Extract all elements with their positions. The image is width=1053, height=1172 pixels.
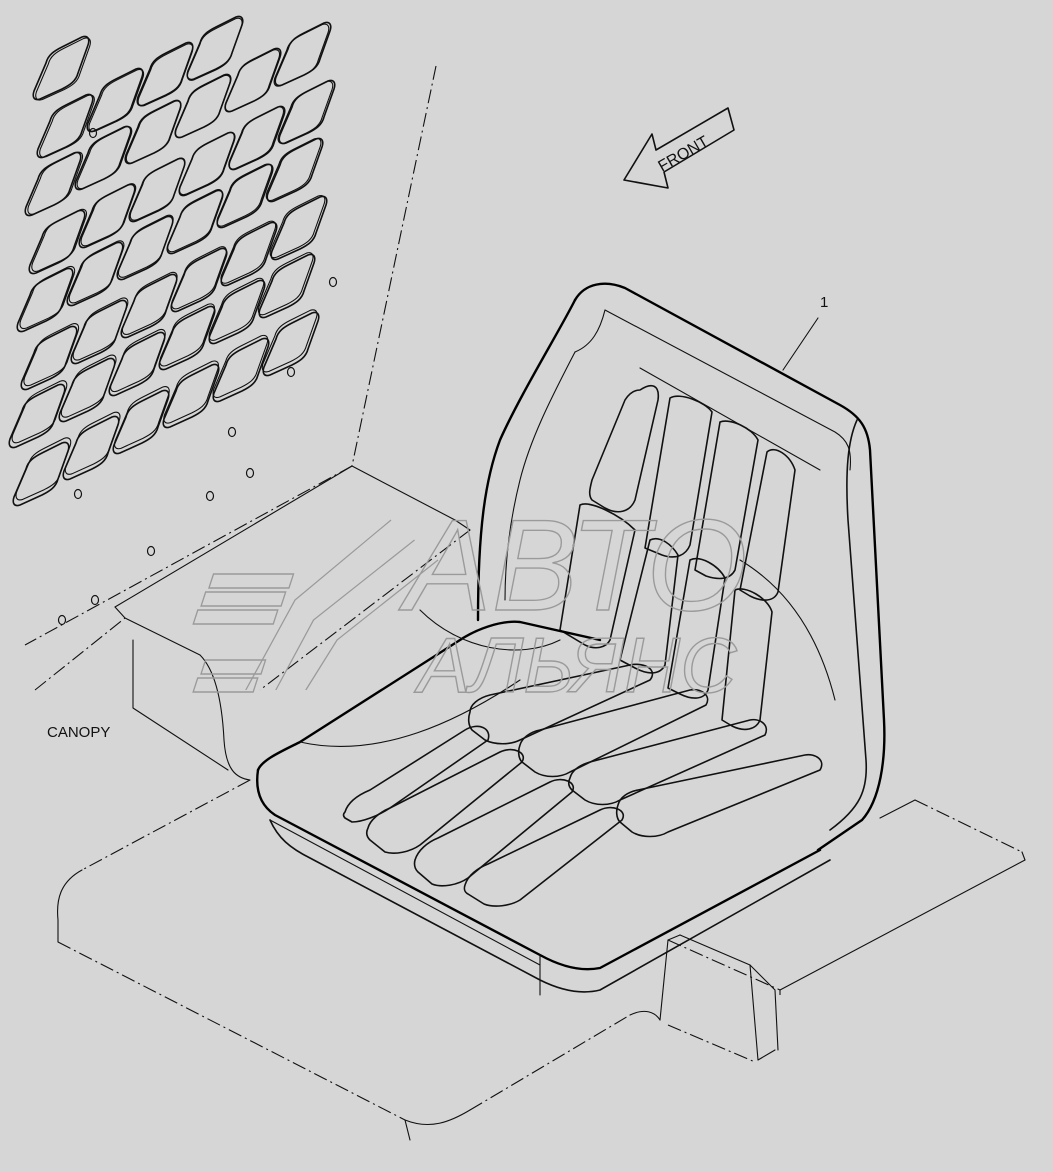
mesh-hole-inner	[80, 183, 137, 247]
front-direction-arrow	[623, 107, 735, 189]
mounting-hole	[227, 426, 237, 438]
mesh-hole-inner	[167, 189, 223, 253]
mounting-hole	[73, 488, 83, 500]
mesh-hole	[258, 253, 316, 319]
mesh-hole-inner	[137, 43, 194, 107]
mounting-hole	[57, 614, 67, 626]
mesh-hole	[278, 79, 336, 145]
mounting-hole	[205, 490, 215, 502]
mesh-hole	[36, 93, 94, 159]
mesh-hole	[166, 189, 224, 255]
mesh-hole-inner	[27, 151, 84, 215]
mesh-hole-inner	[60, 354, 117, 418]
mesh-hole-inner	[186, 17, 243, 81]
cab-wall-frame	[24, 65, 1026, 1141]
mesh-hole	[158, 305, 216, 371]
callout-1-label: 1	[820, 294, 828, 311]
mesh-hole-inner	[228, 106, 285, 170]
front-label: FRONT	[656, 133, 712, 175]
mesh-hole-inner	[224, 49, 281, 113]
mesh-hole-inner	[212, 334, 269, 398]
mounting-hole	[286, 366, 296, 378]
mounting-hole	[245, 467, 255, 479]
canopy-label: CANOPY	[47, 724, 110, 741]
mesh-hole-inner	[129, 157, 186, 221]
mesh-hole-inner	[19, 265, 76, 330]
mesh-hole	[24, 151, 82, 217]
mesh-hole-inner	[23, 323, 80, 387]
mesh-hole	[66, 241, 124, 307]
mesh-hole-inner	[269, 195, 326, 259]
mesh-hole	[20, 325, 78, 391]
mesh-hole	[224, 47, 282, 113]
mesh-hole	[178, 131, 236, 197]
callout-1-leader	[782, 317, 819, 371]
mesh-hole-inner	[121, 271, 178, 335]
mesh-hole	[58, 357, 116, 423]
mesh-hole-inner	[64, 411, 121, 475]
mesh-hole	[28, 209, 86, 275]
mesh-hole-inner	[257, 252, 314, 316]
mesh-hole-inner	[208, 277, 265, 341]
perforated-rear-panel	[8, 15, 338, 626]
mesh-hole	[62, 415, 120, 481]
mesh-hole-inner	[68, 240, 125, 304]
mesh-hole	[112, 389, 170, 455]
mesh-hole-inner	[35, 37, 91, 101]
mesh-hole	[32, 35, 90, 101]
operator-seat	[256, 282, 886, 996]
mesh-hole-inner	[277, 80, 334, 144]
mesh-hole-inner	[261, 309, 318, 373]
mesh-hole-inner	[88, 68, 145, 133]
mounting-hole	[90, 594, 100, 606]
mesh-hole	[108, 331, 166, 397]
mesh-hole-inner	[273, 23, 330, 87]
mesh-hole-inner	[114, 386, 170, 450]
mesh-hole-inner	[163, 360, 220, 424]
mesh-hole-inner	[171, 246, 227, 310]
watermark-line-1: АВТО	[398, 492, 747, 638]
mounting-hole	[328, 276, 338, 288]
mesh-hole-inner	[76, 126, 133, 190]
mounting-hole	[88, 127, 98, 139]
mesh-hole	[162, 363, 220, 429]
mesh-hole-inner	[15, 437, 72, 501]
mesh-hole	[228, 105, 286, 171]
watermark-logo	[192, 519, 439, 693]
mesh-hole	[220, 221, 278, 287]
mesh-hole-inner	[175, 74, 231, 138]
mesh-hole	[208, 279, 266, 345]
mesh-hole-inner	[159, 303, 216, 367]
mesh-hole	[170, 247, 228, 313]
watermark-line-2: АЛЬЯНС	[414, 621, 737, 709]
mesh-hole-inner	[179, 131, 235, 196]
mesh-hole-inner	[72, 297, 129, 361]
mesh-hole-inner	[125, 100, 182, 164]
mesh-hole	[216, 163, 274, 229]
mesh-hole-inner	[220, 220, 277, 284]
mesh-hole-inner	[39, 94, 95, 158]
mesh-hole-inner	[216, 163, 273, 227]
mesh-hole-inner	[11, 380, 68, 444]
mesh-hole-inner	[117, 214, 174, 278]
mesh-hole-inner	[265, 137, 322, 201]
mesh-hole	[74, 125, 132, 191]
mounting-hole	[146, 545, 156, 557]
mesh-hole	[212, 337, 270, 403]
mesh-hole	[270, 195, 328, 261]
mesh-hole	[262, 311, 320, 377]
mesh-hole	[128, 157, 186, 223]
mesh-hole-inner	[31, 208, 88, 272]
mesh-hole	[266, 137, 324, 203]
mesh-hole-inner	[110, 328, 166, 393]
mesh-hole	[16, 267, 74, 333]
